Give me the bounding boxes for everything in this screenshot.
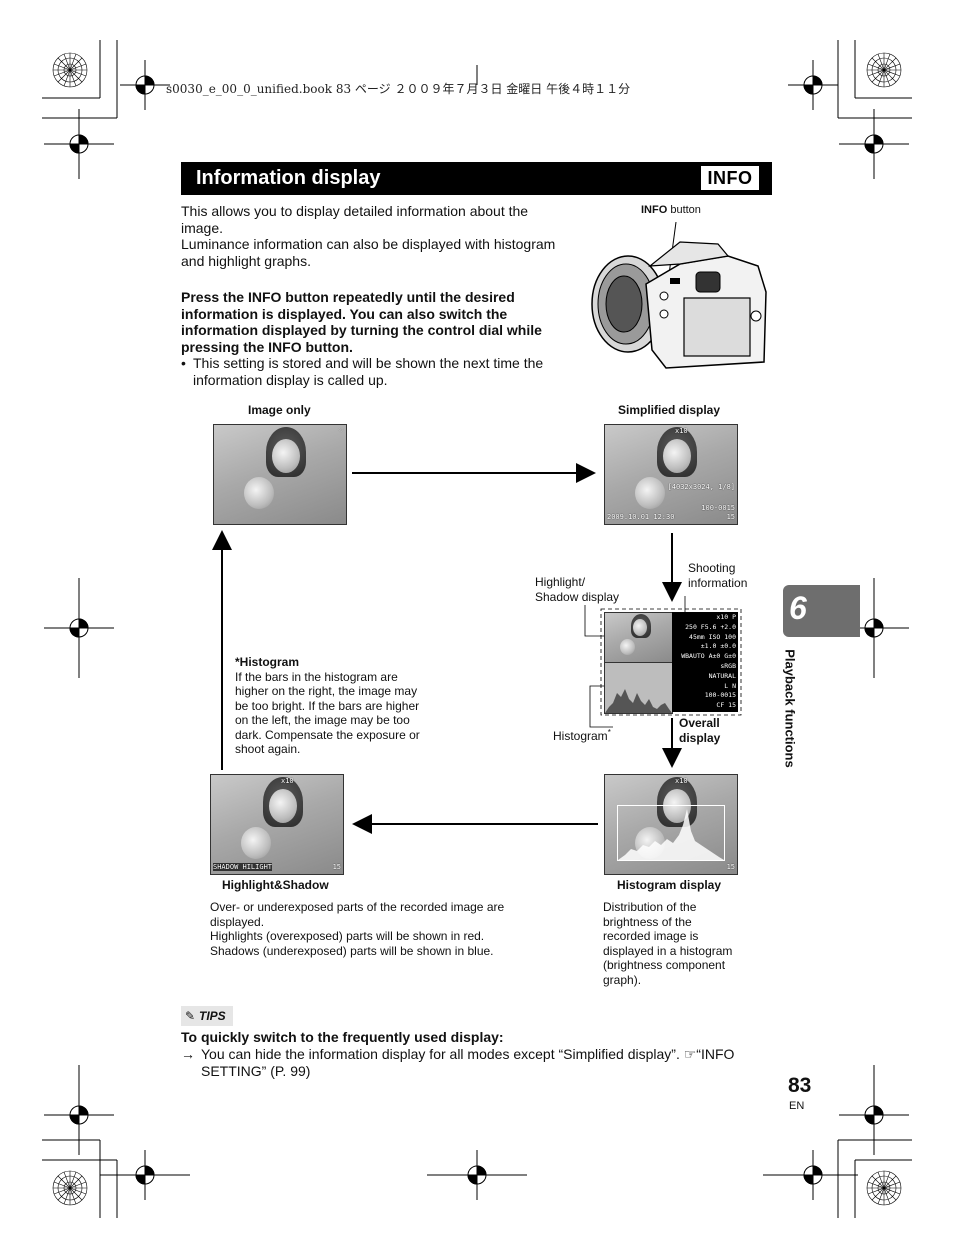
note-line: higher on the right, the image may — [235, 684, 435, 699]
tips-label: TIPS — [199, 1009, 226, 1023]
desc-line: graph). — [603, 973, 753, 988]
label-histogram-display: Histogram display — [617, 878, 721, 892]
tips-badge: ✎ TIPS — [181, 1006, 233, 1026]
label-overall-display: Overall display — [679, 716, 720, 745]
desc-line: Shadows (underexposed) parts will be sho… — [210, 944, 550, 959]
label-histogram-text: Histogram — [553, 729, 608, 743]
histogram-description: Distribution of the brightness of the re… — [603, 900, 753, 987]
note-line: on the left, the image may be too — [235, 713, 435, 728]
desc-line: displayed in a histogram — [603, 944, 753, 959]
label-histogram: Histogram* — [553, 726, 611, 744]
label-line: display — [679, 731, 720, 746]
label-line: Overall — [679, 716, 720, 731]
desc-line: brightness of the — [603, 915, 753, 930]
histogram-note: *Histogram If the bars in the histogram … — [235, 655, 435, 757]
label-line: Shooting — [688, 561, 747, 576]
label-line: information — [688, 576, 747, 591]
note-line: be too bright. If the bars are higher — [235, 699, 435, 714]
desc-line: recorded image is — [603, 929, 753, 944]
desc-line: Distribution of the — [603, 900, 753, 915]
label-line: Shadow display — [535, 590, 619, 605]
tips-line: SETTING” (P. 99) — [201, 1063, 761, 1080]
tips-heading: To quickly switch to the frequently used… — [181, 1029, 504, 1046]
tips-icon: ✎ — [185, 1009, 195, 1023]
histogram-note-title: *Histogram — [235, 655, 435, 670]
language-code: EN — [789, 1100, 804, 1112]
arrow-icon: → — [181, 1046, 195, 1063]
desc-line: displayed. — [210, 915, 550, 930]
desc-line: Over- or underexposed parts of the recor… — [210, 900, 550, 915]
label-line: Highlight/ — [535, 575, 619, 590]
note-line: If the bars in the histogram are — [235, 670, 435, 685]
section-name: Playback functions — [783, 619, 798, 799]
tips-line: You can hide the information display for… — [201, 1046, 761, 1063]
desc-line: (brightness component — [603, 958, 753, 973]
note-line: dark. Compensate the exposure or — [235, 728, 435, 743]
highlight-shadow-description: Over- or underexposed parts of the recor… — [210, 900, 550, 958]
tips-body: → You can hide the information display f… — [181, 1046, 761, 1079]
note-line: shoot again. — [235, 742, 435, 757]
desc-line: Highlights (overexposed) parts will be s… — [210, 929, 550, 944]
label-highlight-shadow-display: Highlight/ Shadow display — [535, 575, 619, 604]
label-shooting-info: Shooting information — [688, 561, 747, 590]
page-number: 83 — [788, 1074, 811, 1098]
label-highlight-and-shadow: Highlight&Shadow — [222, 878, 329, 892]
